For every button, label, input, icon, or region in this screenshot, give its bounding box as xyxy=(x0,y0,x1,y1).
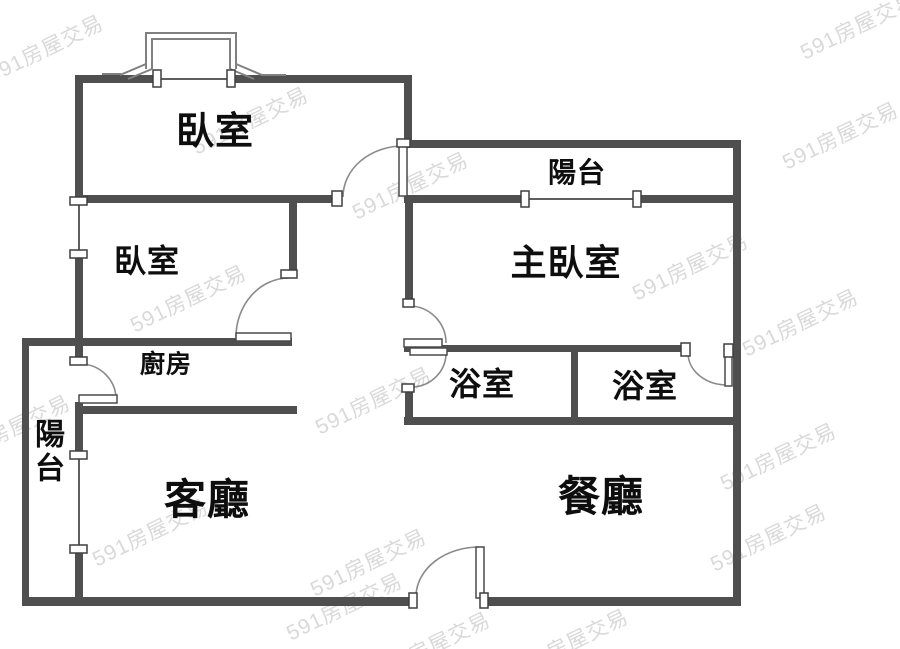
window-door-jamb xyxy=(401,383,415,393)
wall xyxy=(405,390,413,420)
window-door-jamb xyxy=(69,450,88,460)
bedroom-2-door-leaf xyxy=(235,332,292,342)
wall xyxy=(404,417,740,425)
bay-window-outline xyxy=(127,68,153,80)
kitchen-door-arc xyxy=(79,363,117,400)
window-door-jamb xyxy=(723,343,734,358)
wall xyxy=(75,75,157,83)
bathroom-2-door-leaf xyxy=(724,354,733,387)
window-door-jamb xyxy=(680,342,691,357)
bathroom-1-door-leaf xyxy=(409,347,448,356)
entrance-door-arc xyxy=(415,546,480,596)
wall xyxy=(641,195,740,203)
window-door-jamb xyxy=(408,592,418,609)
wall xyxy=(571,350,578,420)
wall xyxy=(75,406,297,414)
bathroom-2-door-arc xyxy=(687,352,728,386)
wall xyxy=(75,258,83,346)
window-door-jamb xyxy=(331,190,343,207)
wall xyxy=(75,402,83,454)
bay-window-outline xyxy=(145,32,237,69)
window-door-jamb xyxy=(69,249,88,259)
wall xyxy=(404,195,522,203)
window-door-jamb xyxy=(520,190,530,208)
window-door-jamb xyxy=(396,138,411,148)
wall xyxy=(404,140,740,148)
window-door-jamb xyxy=(280,269,298,279)
window-door-jamb xyxy=(632,190,642,208)
wall xyxy=(487,597,740,606)
wall xyxy=(75,553,83,606)
master-door-leaf xyxy=(403,338,443,348)
wall xyxy=(22,338,292,346)
window-door-jamb xyxy=(69,196,88,206)
wall xyxy=(75,346,83,362)
wall xyxy=(22,597,413,606)
wall xyxy=(231,75,411,83)
bedroom-2-door-arc xyxy=(235,277,290,338)
wall xyxy=(289,195,297,272)
bay-window-outline xyxy=(119,63,147,76)
bay-window-outline xyxy=(151,38,231,69)
window-door-jamb xyxy=(152,69,162,88)
window-door-jamb xyxy=(402,298,415,308)
kitchen-door-leaf xyxy=(78,394,118,404)
bedroom-1-door-leaf xyxy=(398,145,408,197)
wall xyxy=(75,75,83,202)
window-door-jamb xyxy=(479,592,489,609)
wall xyxy=(404,345,687,352)
wall xyxy=(405,195,413,303)
wall xyxy=(22,338,29,606)
wall xyxy=(733,140,741,606)
wall xyxy=(404,75,412,145)
bedroom-1-door-arc xyxy=(342,145,404,198)
bathroom-1-door-arc xyxy=(410,352,447,388)
bay-window-outline xyxy=(235,63,263,76)
wall xyxy=(75,195,341,203)
master-door-arc xyxy=(408,305,447,344)
entrance-door-leaf xyxy=(475,546,485,599)
window-door-jamb xyxy=(69,544,88,554)
window-door-jamb xyxy=(69,356,88,366)
window-door-jamb xyxy=(226,69,236,88)
